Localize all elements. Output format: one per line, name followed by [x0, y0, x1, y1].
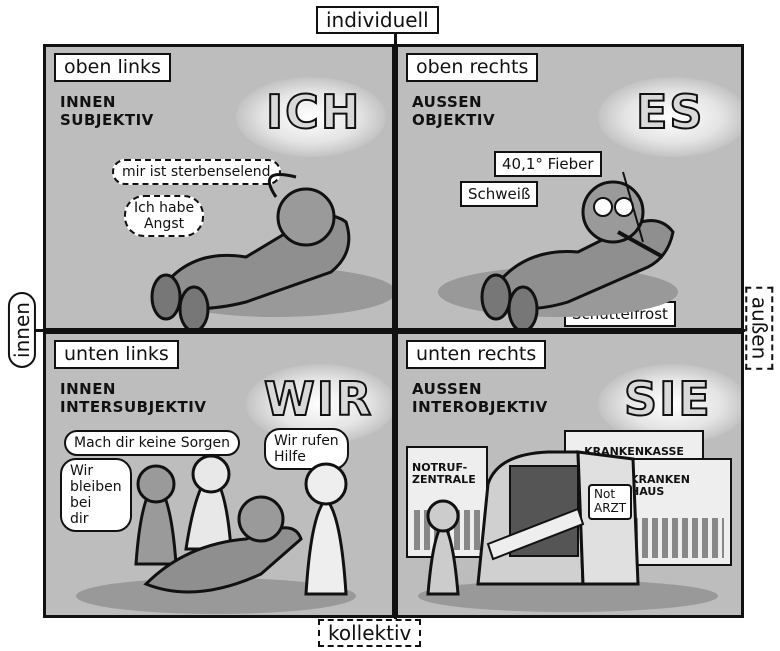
axis-label-bottom: kollektiv	[318, 619, 422, 647]
speech-bubble-calling-help: Wir rufen Hilfe	[264, 428, 349, 471]
caring-group-figures	[76, 454, 356, 614]
quadrant-description: INNEN INTERSUBJEKTIV	[60, 380, 207, 416]
quadrant-bottom-left: unten links INNEN INTERSUBJEKTIV WIR Mac…	[43, 331, 395, 618]
quadrant-description: INNEN SUBJEKTIV	[60, 93, 154, 129]
quadrant-top-right: oben rechts AUSSEN OBJEKTIV ES 40,1° Fie…	[395, 44, 744, 331]
thought-bubble-fear: Ich habe Angst	[124, 195, 205, 238]
thought-bubble-sick: mir ist sterbenselend	[112, 159, 281, 186]
pronoun-glow	[598, 77, 741, 157]
quadrant-pronoun: SIE	[623, 371, 712, 427]
horizontal-axis	[30, 329, 750, 332]
quadrant-tag: oben links	[54, 53, 171, 82]
quadrant-pronoun: ES	[635, 84, 705, 140]
speech-bubble-no-worries: Mach dir keine Sorgen	[64, 430, 241, 457]
axis-label-left: innen	[7, 292, 36, 368]
quadrant-pronoun: WIR	[263, 371, 374, 427]
quadrant-tag: oben rechts	[406, 53, 539, 82]
lying-sick-figure	[150, 173, 392, 328]
building-windows	[632, 518, 724, 558]
quadrant-tag: unten rechts	[406, 340, 547, 369]
building-label: NOTRUF- ZENTRALE	[412, 461, 476, 487]
fever-label: 40,1° Fieber	[494, 151, 602, 177]
axis-label-right: außen	[745, 286, 774, 370]
speech-bubble-we-stay: Wir bleiben bei dir	[60, 458, 132, 533]
building-label: KRANKEN HAUS	[630, 473, 690, 499]
pronoun-glow	[236, 77, 386, 157]
ambulance-scene	[418, 450, 718, 612]
quadrant-description: AUSSEN INTEROBJEKTIV	[412, 380, 548, 416]
ambulance-sign: Not ARZT	[588, 484, 633, 520]
axis-label-top: individuell	[316, 6, 439, 34]
sweat-label: Schweiß	[460, 181, 539, 207]
quadrant-bottom-right: unten rechts AUSSEN INTEROBJEKTIV SIE NO…	[395, 331, 744, 618]
quadrant-top-left: oben links INNEN SUBJEKTIV ICH mir ist s…	[43, 44, 395, 331]
quadrant-tag: unten links	[54, 340, 179, 369]
fever-figure	[438, 171, 678, 328]
quadrant-pronoun: ICH	[265, 84, 362, 140]
quadrant-description: AUSSEN OBJEKTIV	[412, 93, 496, 129]
